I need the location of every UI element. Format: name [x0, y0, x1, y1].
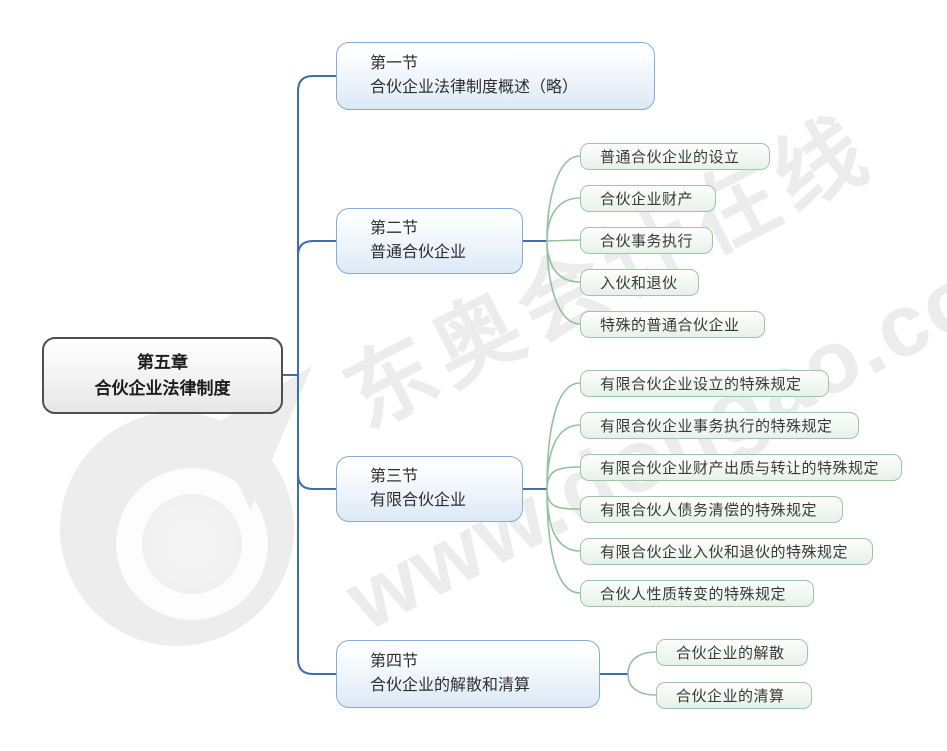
branch-node-section3: 第三节 有限合伙企业 [336, 456, 523, 522]
branch-node-section4: 第四节 合伙企业的解散和清算 [336, 640, 600, 708]
leaf-node-s4-dissolution: 合伙企业的解散 [656, 639, 808, 666]
section2-number: 第二节 [370, 220, 419, 237]
section2-leaf-connectors [546, 155, 581, 325]
leaf-node-s4-liquidation: 合伙企业的清算 [656, 682, 812, 709]
leaf-node-s3-setup-rules: 有限合伙企业设立的特殊规定 [580, 370, 829, 397]
leaf-node-s2-special-general: 特殊的普通合伙企业 [580, 311, 765, 338]
root-chapter-title: 合伙企业法律制度 [94, 378, 231, 398]
leaf-node-s3-affairs-rules: 有限合伙企业事务执行的特殊规定 [580, 412, 859, 439]
leaf-node-s2-property: 合伙企业财产 [580, 185, 716, 212]
leaf-node-s3-nature-change-rules: 合伙人性质转变的特殊规定 [580, 580, 814, 607]
root-chapter-number: 第五章 [137, 352, 188, 372]
leaf-node-s2-join-withdraw: 入伙和退伙 [580, 269, 699, 296]
section4-title: 合伙企业的解散和清算 [370, 677, 531, 694]
section3-number: 第三节 [370, 468, 419, 485]
branch-node-section1: 第一节 合伙企业法律制度概述（略） [336, 42, 655, 110]
section3-leaf-connectors [546, 382, 581, 594]
leaf-node-s2-setup: 普通合伙企业的设立 [580, 143, 770, 170]
root-branch-connectors [282, 75, 629, 675]
watermark-logo-core [142, 494, 242, 594]
section4-number: 第四节 [370, 653, 419, 670]
leaf-node-s3-join-withdraw-rules: 有限合伙企业入伙和退伙的特殊规定 [580, 538, 873, 565]
leaf-node-s2-affairs: 合伙事务执行 [580, 227, 713, 254]
section2-title: 普通合伙企业 [370, 244, 467, 261]
section1-title: 合伙企业法律制度概述（略） [370, 79, 579, 96]
section4-leaf-connectors [627, 651, 657, 696]
root-node: 第五章 合伙企业法律制度 [42, 337, 283, 414]
section1-number: 第一节 [370, 55, 419, 72]
section3-title: 有限合伙企业 [370, 492, 467, 509]
leaf-node-s3-debt-rules: 有限合伙人债务清偿的特殊规定 [580, 496, 843, 523]
branch-node-section2: 第二节 普通合伙企业 [336, 208, 523, 274]
leaf-node-s3-pledge-transfer-rules: 有限合伙企业财产出质与转让的特殊规定 [580, 454, 902, 481]
